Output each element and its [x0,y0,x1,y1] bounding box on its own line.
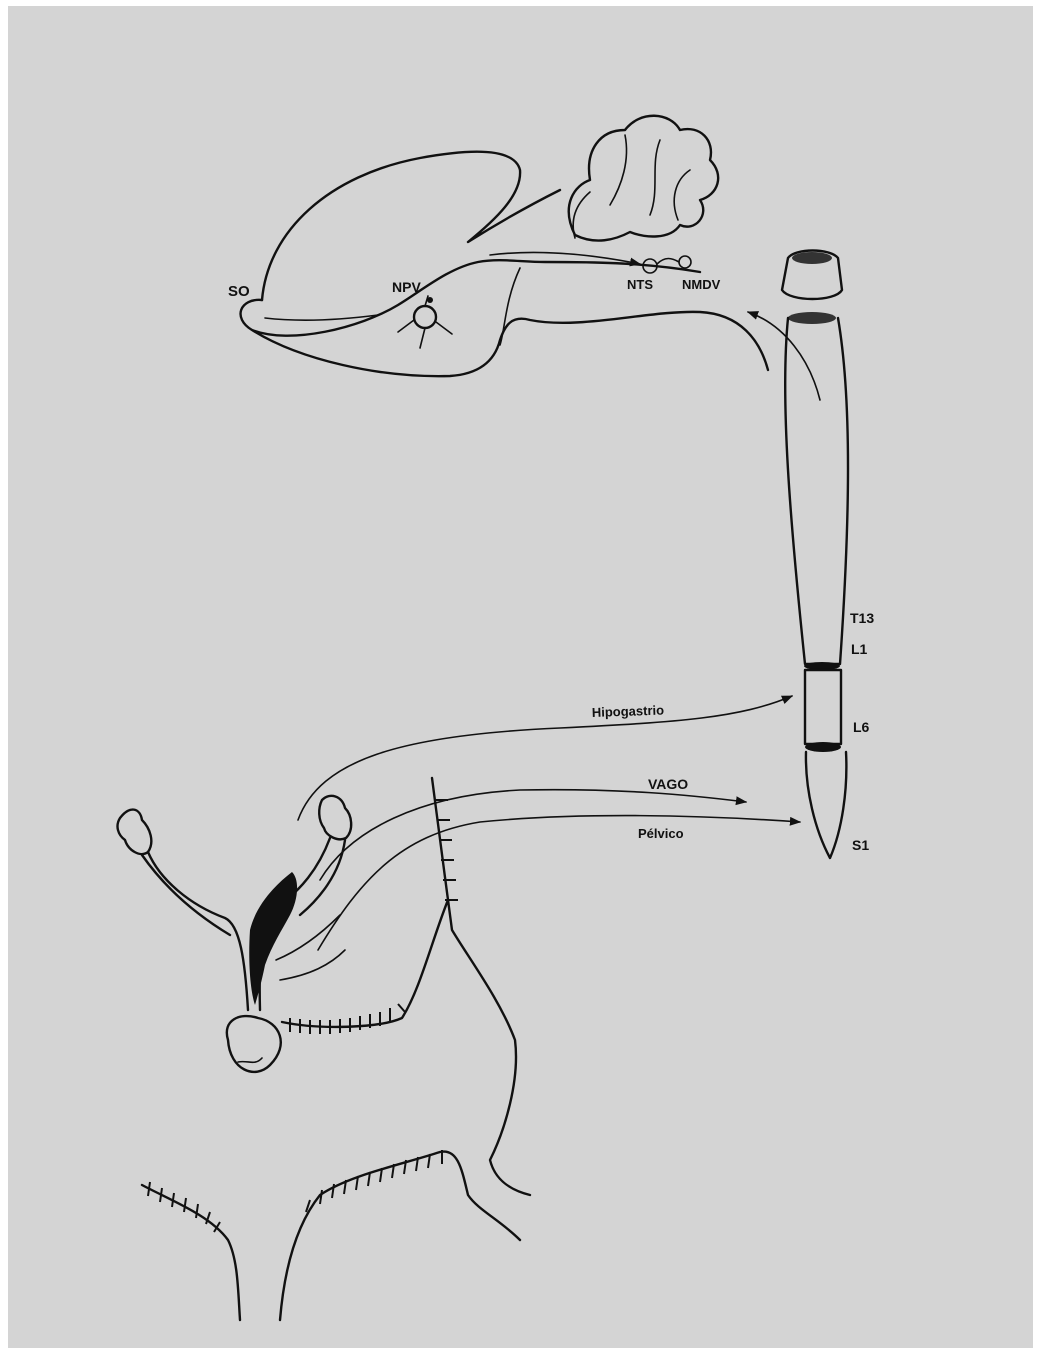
label-l1: L1 [851,641,868,657]
label-pelvico: Pélvico [638,826,684,841]
label-l6: L6 [853,719,870,735]
paper-background [8,6,1033,1348]
label-nmdv: NMDV [682,277,721,292]
label-nts: NTS [627,277,653,292]
label-hipogastrio: Hipogastrio [592,702,665,720]
label-s1: S1 [852,837,869,853]
label-so: SO [228,283,250,300]
label-npv: NPV [392,279,421,295]
label-vago: VAGO [648,776,688,792]
label-t13: T13 [850,610,874,626]
